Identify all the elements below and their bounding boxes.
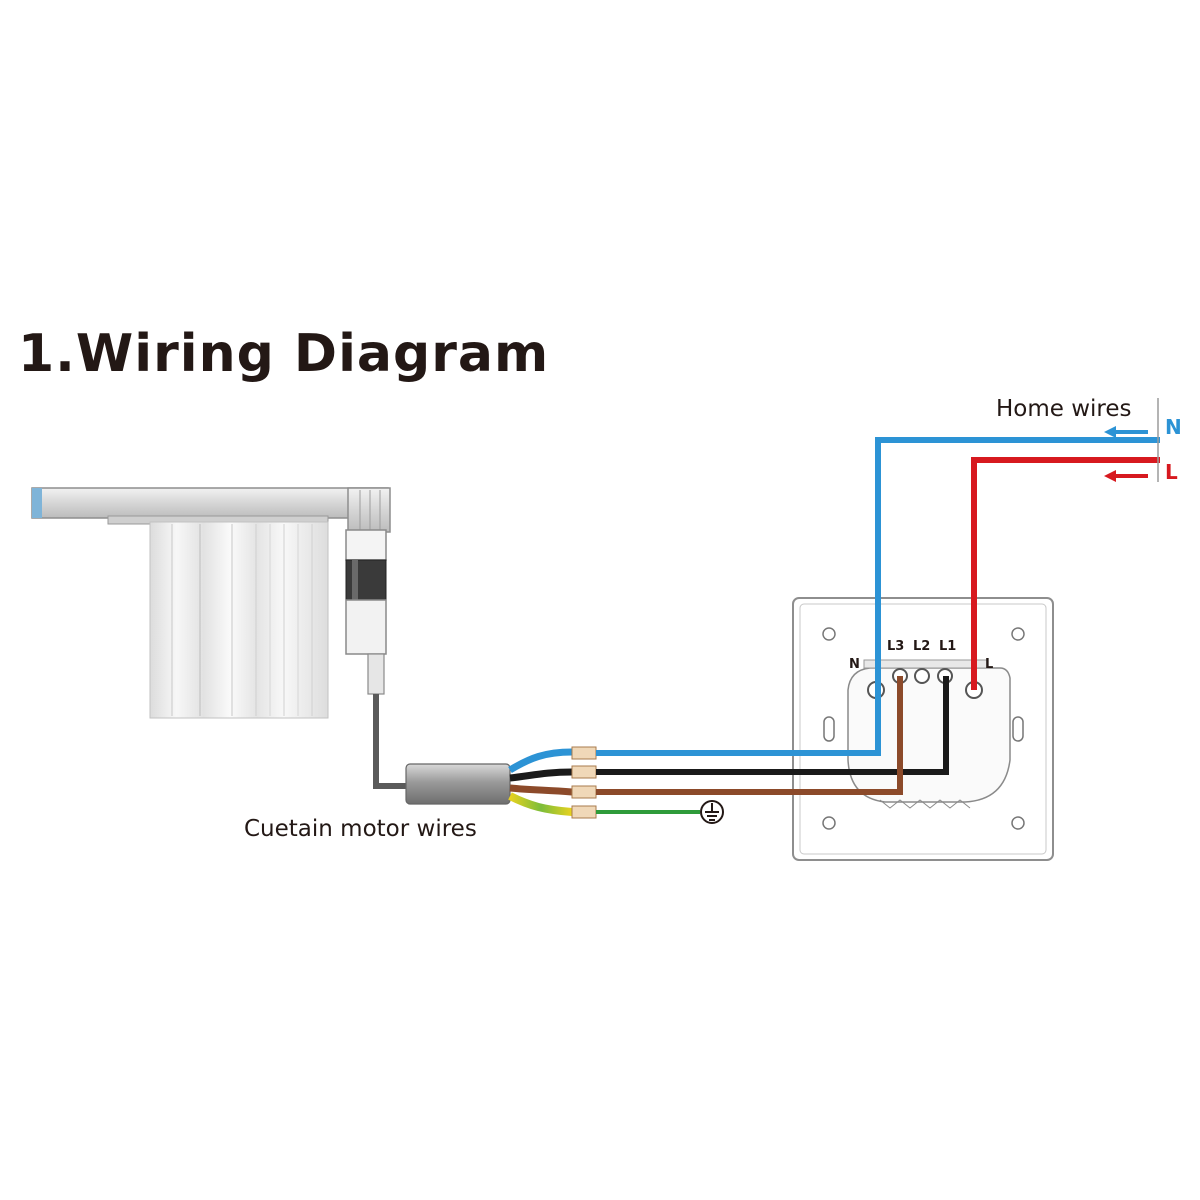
motor-wires-label: Cuetain motor wires (244, 816, 477, 842)
rail-end-cap (32, 488, 42, 518)
home-neutral-wire (875, 437, 1160, 690)
ground-icon (700, 800, 724, 824)
home-live-tag: L (1165, 460, 1178, 484)
motor-head (347, 487, 391, 533)
motor-cable (373, 694, 410, 789)
brown-wire-l3 (596, 676, 903, 795)
terminal-block (847, 667, 1011, 803)
terminal-label-l: L (985, 657, 993, 672)
neutral-arrow-icon (1104, 426, 1148, 438)
curtain-rail (31, 487, 389, 519)
terminal-label-l1: L1 (939, 639, 956, 654)
terminal-l2 (914, 668, 930, 684)
diagram-title: 1.Wiring Diagram (18, 324, 550, 384)
home-live-wire (971, 457, 1160, 690)
curtain-motor-icon (31, 487, 391, 719)
terminal-label-l3: L3 (887, 639, 904, 654)
black-wire-l1 (596, 676, 949, 775)
cable-sheath (405, 763, 511, 805)
terminal-label-l2: L2 (913, 639, 930, 654)
home-wires-label: Home wires (996, 396, 1132, 422)
switch-backplate-icon: N L3 L2 L1 L (792, 597, 1054, 861)
curtain-fabric (149, 521, 329, 719)
neutral-wire-motor (596, 690, 881, 756)
terminal-label-n: N (849, 657, 860, 672)
live-arrow-icon (1104, 470, 1148, 482)
home-neutral-tag: N (1165, 415, 1182, 439)
